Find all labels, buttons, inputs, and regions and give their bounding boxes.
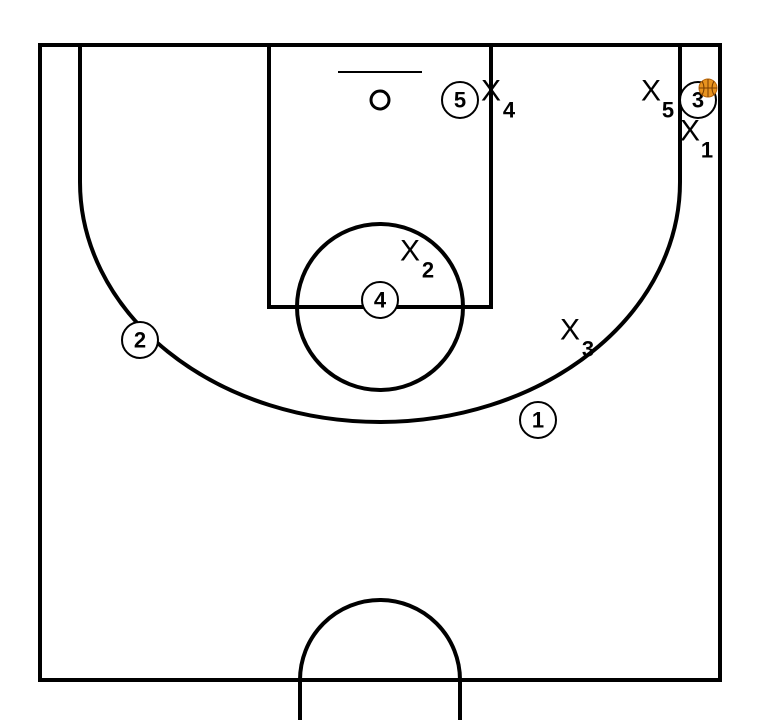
rim — [369, 89, 391, 111]
offense-player-1[interactable]: 1 — [519, 401, 557, 439]
defender-x5-label: 5 — [662, 98, 674, 123]
offense-player-4[interactable]: 4 — [361, 281, 399, 319]
offense-player-5-label: 5 — [454, 88, 466, 113]
offense-player-5[interactable]: 5 — [441, 81, 479, 119]
defender-x4[interactable]: X 4 — [481, 75, 516, 123]
defender-x4-symbol: X — [481, 75, 501, 108]
defender-x2-label: 2 — [422, 258, 434, 283]
basketball-icon — [698, 78, 718, 98]
defender-x5-symbol: X — [641, 75, 661, 108]
offense-player-1-label: 1 — [532, 408, 544, 433]
defender-x1[interactable]: X 1 — [680, 115, 713, 163]
court-boundary — [38, 43, 722, 682]
offense-player-2-label: 2 — [134, 328, 146, 353]
free-throw-circle — [295, 222, 465, 392]
offense-player-4-label: 4 — [374, 288, 387, 313]
defender-x4-label: 4 — [503, 98, 516, 123]
center-circle — [298, 598, 462, 720]
three-point-line — [78, 45, 682, 424]
defender-x3-label: 3 — [582, 337, 594, 362]
defender-x3-symbol: X — [560, 314, 580, 347]
offense-player-2[interactable]: 2 — [121, 321, 159, 359]
defender-x1-symbol: X — [680, 115, 700, 148]
defender-x1-label: 1 — [701, 138, 713, 163]
defender-x5[interactable]: X 5 — [641, 75, 674, 123]
defender-x3[interactable]: X 3 — [560, 314, 594, 362]
defender-x2-symbol: X — [400, 235, 420, 268]
defender-x2[interactable]: X 2 — [400, 235, 434, 283]
